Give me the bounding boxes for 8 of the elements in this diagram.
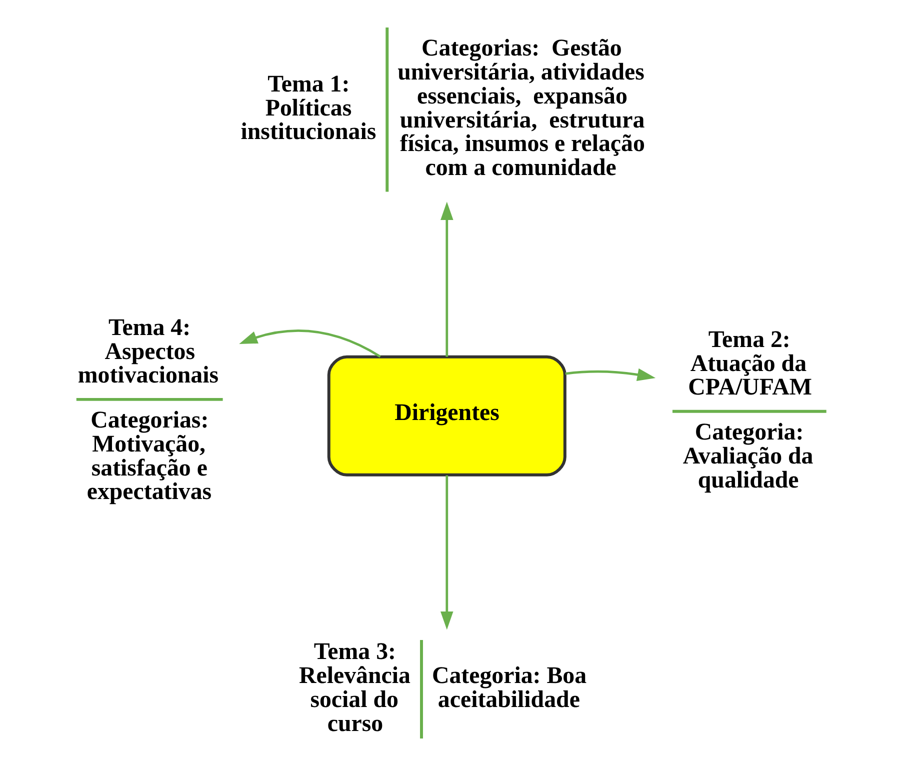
arrow [440,202,453,357]
node-text: Tema 4: Aspectos motivacionais Categorias: Motivação, satisfação e expectativas [77,314,218,506]
node-box: Dirigentes [326,355,566,476]
node-text: Tema 2: Atuação da CPA/UFAM Categoria: Avaliação da qualidade [682,326,813,494]
arrow [564,368,656,381]
arrow [440,475,453,630]
arrow [238,330,380,358]
node-text: Tema 3: Relevância social do curso Categoria: Boa aceitabilidade [298,639,586,737]
